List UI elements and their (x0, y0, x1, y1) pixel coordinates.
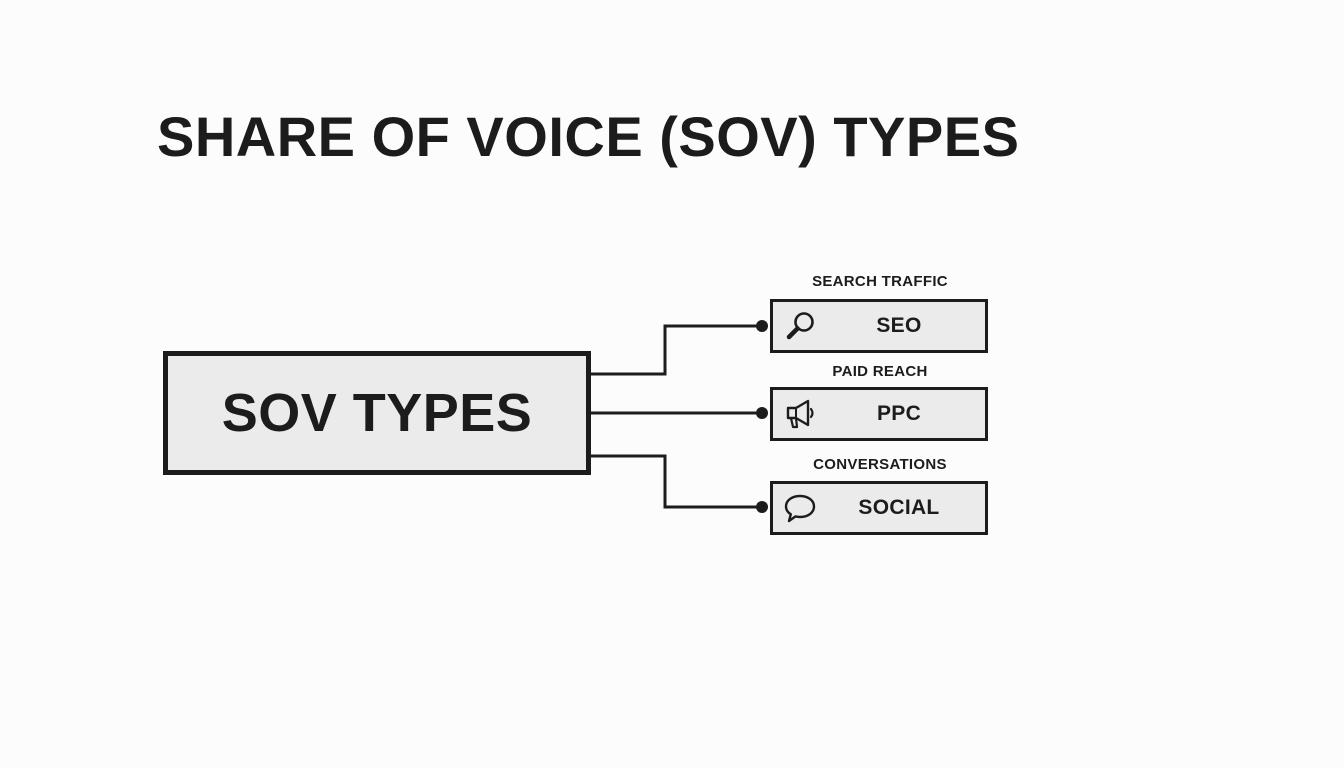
magnifying-glass-icon (786, 312, 814, 340)
connector-social (591, 454, 760, 509)
seo-node: SEO (770, 299, 988, 353)
sov-types-node: SOV TYPES (163, 351, 591, 475)
sov-types-label: SOV TYPES (221, 383, 533, 443)
caption-conversations: CONVERSATIONS (813, 456, 947, 473)
ppc-label: PPC (876, 402, 922, 425)
social-label: SOCIAL (858, 496, 940, 519)
connector-dot-ppc (756, 407, 768, 419)
diagram-title: SHARE OF VOICE (SOV) TYPES (157, 105, 1020, 168)
connector-seo (591, 324, 760, 376)
connector-dot-social (756, 501, 768, 513)
speech-bubble-icon (784, 494, 816, 523)
megaphone-icon (786, 399, 814, 429)
connector-dot-seo (756, 320, 768, 332)
seo-label: SEO (876, 314, 922, 337)
caption-paid-reach: PAID REACH (832, 363, 928, 380)
ppc-node: PPC (770, 387, 988, 441)
social-node: SOCIAL (770, 481, 988, 535)
caption-search-traffic: SEARCH TRAFFIC (812, 273, 948, 290)
